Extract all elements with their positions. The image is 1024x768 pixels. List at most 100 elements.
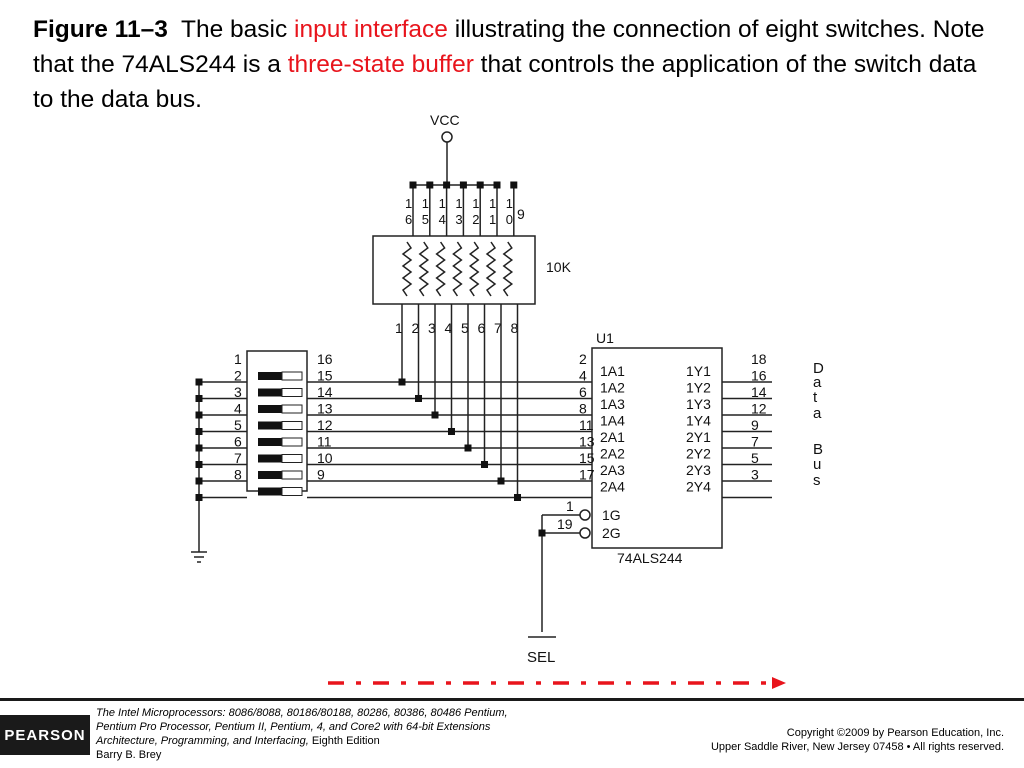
enable-pin-1: 1	[566, 498, 574, 514]
resistor-bottom-pin: 6	[478, 320, 486, 336]
chip-output-label: 2Y1	[686, 429, 711, 445]
chip-input-label: 2A3	[600, 462, 625, 478]
book-line-2: Pentium Pro Processor, Pentium II, Penti…	[96, 721, 491, 733]
chip-output-label: 2Y3	[686, 462, 711, 478]
chip-ref: U1	[596, 330, 614, 346]
junction-dot	[476, 181, 484, 189]
switch-right-pin: 12	[317, 417, 333, 433]
data-bus-letter: D	[813, 360, 824, 377]
switch-right-pin: 16	[317, 351, 333, 367]
resistor-element	[468, 241, 480, 297]
junction-dot	[510, 181, 518, 189]
chip-output-label: 1Y4	[686, 413, 711, 429]
chip-input-label: 2A2	[600, 446, 625, 462]
chip-input-pin: 2	[579, 351, 587, 367]
switch-actuator	[258, 421, 282, 430]
caption-text: The basic	[181, 16, 295, 43]
chip-input-label: 1A2	[600, 380, 625, 396]
junction-dot	[195, 461, 203, 468]
caption-text: that controls the application of the swi…	[33, 51, 977, 113]
switch-left-pin: 6	[234, 434, 242, 450]
book-info: The Intel Microprocessors: 8086/8088, 80…	[96, 706, 556, 762]
data-flow-arrow	[328, 677, 786, 689]
caption-highlight-input-interface: input interface	[294, 16, 448, 43]
book-line-3: Architecture, Programming, and Interfaci…	[96, 735, 309, 747]
switch-left-pin: 4	[234, 401, 242, 417]
resistor-element	[418, 241, 430, 297]
resistor-top-pin-digit: 1	[489, 196, 496, 211]
resistor-top-pin-digit: 6	[405, 212, 412, 227]
junction-dot	[448, 428, 455, 435]
chip-output-pin: 7	[751, 434, 759, 450]
junction-dot	[464, 444, 472, 452]
switch-right-pin: 13	[317, 401, 333, 417]
junction-dot	[493, 181, 501, 189]
junction-dot	[431, 411, 439, 419]
resistor-top-pin-digit: 1	[472, 196, 479, 211]
chip-input-label: 2A1	[600, 429, 625, 445]
switch-actuator	[258, 438, 282, 446]
book-title: The Intel Microprocessors:	[96, 707, 226, 719]
chip-input-pin: 4	[579, 368, 587, 384]
chip-output-label: 1Y3	[686, 396, 711, 412]
enable-pin-19: 19	[557, 516, 573, 532]
resistor-bottom-pin: 2	[412, 320, 420, 336]
junction-dot	[409, 181, 417, 189]
resistor-top-pin-digit: 1	[405, 196, 412, 211]
book-line-1: 8086/8088, 80186/80188, 80286, 80386, 80…	[225, 707, 508, 719]
chip-input-pin: 15	[579, 450, 595, 466]
switch-slot	[281, 371, 303, 381]
resistor-element	[452, 241, 463, 297]
vcc-label: VCC	[430, 112, 460, 128]
resistor-top-pin-digit: 1	[439, 196, 446, 211]
sel-label: SEL	[527, 649, 555, 666]
resistor-top-pin-digit: 4	[439, 212, 446, 227]
resistor-top-pin-digit: 0	[506, 212, 513, 227]
resistor-bottom-pin: 1	[395, 320, 403, 336]
junction-dot	[426, 181, 434, 189]
book-author: Barry B. Brey	[96, 749, 162, 761]
switch-left-pin: 3	[234, 384, 242, 400]
resistor-top-pin-digit: 3	[455, 212, 462, 227]
resistor-common-pin: 9	[517, 206, 525, 222]
chip-output-pin: 3	[751, 467, 759, 483]
chip-input-label: 1A3	[600, 396, 625, 412]
junction-dot	[195, 428, 203, 435]
resistor-bottom-pin: 8	[511, 320, 519, 336]
junction-dot	[195, 378, 203, 386]
chip-input-label: 1A1	[600, 363, 625, 379]
enable-label-2g: 2G	[602, 525, 621, 541]
switch-slot	[281, 487, 303, 496]
junction-dot	[195, 411, 203, 419]
switch-left-pin: 5	[234, 417, 242, 433]
figure-caption: Figure 11–3 The basic input interface il…	[33, 12, 993, 117]
switch-slot	[281, 388, 303, 397]
switch-right-pin: 14	[317, 384, 333, 400]
data-bus-letter: t	[813, 389, 818, 406]
switch-left-pin: 1	[234, 351, 242, 367]
chip-input-pin: 11	[579, 417, 594, 433]
resistor-element	[435, 241, 446, 297]
caption-text: illustrating the connection of eight swi…	[33, 16, 985, 78]
data-bus-letter: a	[813, 374, 822, 391]
copyright-line-2: Upper Saddle River, New Jersey 07458 • A…	[710, 741, 1004, 753]
chip-input-pin: 13	[579, 434, 595, 450]
circuit-diagram: VCC 9 10K U1 74ALS244 1 19 1G 2G SEL 161…	[191, 112, 824, 689]
resistor-element	[485, 241, 497, 297]
pearson-logo: PEARSON	[0, 715, 90, 755]
vcc-terminal	[441, 131, 453, 143]
switch-left-pin: 7	[234, 450, 242, 466]
data-bus-letter: u	[813, 456, 821, 473]
copyright-line-1: Copyright ©2009 by Pearson Education, In…	[786, 727, 1004, 739]
resistor-top-pin-digit: 1	[455, 196, 462, 211]
chip-input-pin: 6	[579, 384, 587, 400]
switch-slot	[281, 470, 303, 480]
junction-dot	[195, 494, 203, 501]
junction-dot	[514, 494, 521, 501]
switch-left-pin: 8	[234, 467, 242, 483]
resistor-element	[401, 241, 413, 297]
resistor-bottom-pin: 7	[494, 320, 502, 336]
chip-output-pin: 12	[751, 401, 767, 417]
footer-divider	[0, 698, 1024, 701]
resistor-bottom-pin: 4	[445, 320, 453, 336]
